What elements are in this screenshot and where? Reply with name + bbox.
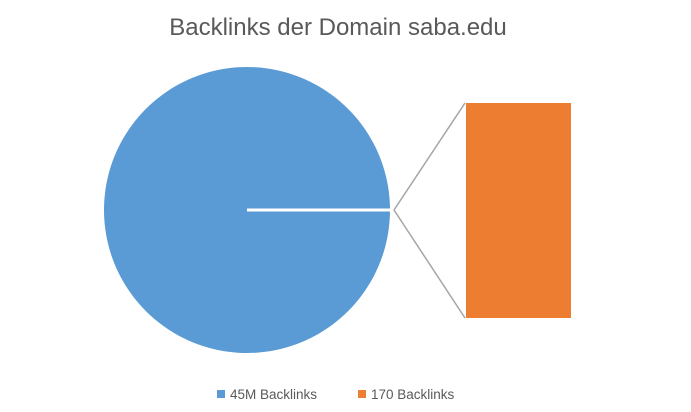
legend-item-170-swatch (358, 390, 366, 398)
legend-item-170-label: 170 Backlinks (371, 387, 455, 402)
legend: 45M Backlinks 170 Backlinks (217, 387, 455, 402)
legend-item-45m-swatch (217, 390, 225, 398)
secondary-bar-segment (466, 103, 571, 318)
chart-title: Backlinks der Domain saba.edu (169, 14, 507, 41)
plot-area (104, 67, 571, 354)
connector-line-top (393, 102, 466, 211)
connector-line-bottom (393, 209, 466, 319)
legend-item-45m-label: 45M Backlinks (230, 387, 317, 402)
pie-slice-main (104, 67, 390, 354)
